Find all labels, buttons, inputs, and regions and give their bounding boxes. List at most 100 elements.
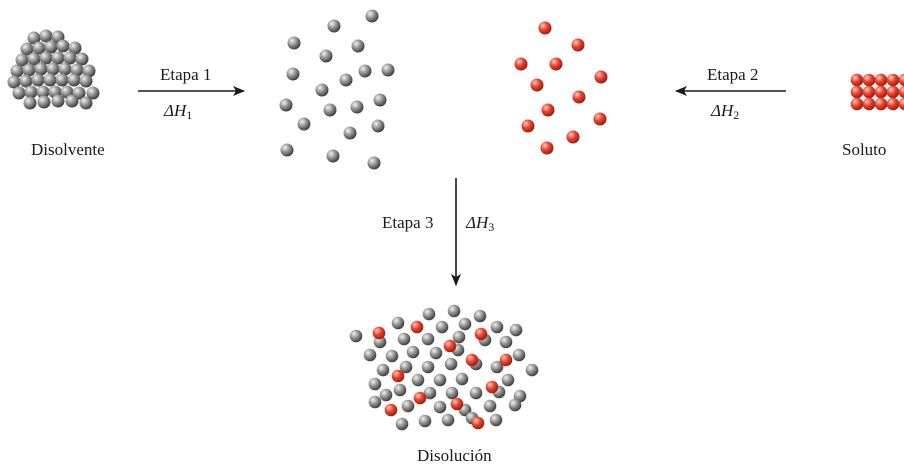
separated-solvent-particles: [279, 9, 395, 170]
solvent-particle: [79, 96, 93, 110]
solvent-particle: [368, 395, 382, 409]
solvent-particle: [7, 75, 21, 89]
solvent-particle: [51, 94, 65, 108]
solute-particle: [471, 416, 485, 430]
solute-particle: [538, 21, 552, 35]
solute-particle: [571, 38, 585, 52]
solvent-particle: [525, 363, 539, 377]
step1-label: Etapa 1: [160, 65, 212, 84]
solvent-caption: Disolvente: [31, 140, 105, 159]
solvent-particle: [79, 74, 93, 88]
step2-label: Etapa 2: [707, 65, 759, 84]
solvent-particle: [397, 332, 411, 346]
solute-particle: [898, 73, 904, 87]
solvent-particle: [444, 357, 458, 371]
solvent-particle: [44, 40, 58, 54]
solvent-particle: [447, 304, 461, 318]
solvent-particle: [350, 100, 364, 114]
solution-mixture: [349, 304, 539, 431]
solute-particle: [541, 103, 555, 117]
solvent-particle: [501, 373, 515, 387]
solute-particle: [898, 85, 904, 99]
solute-particle: [499, 353, 513, 367]
solute-particle: [485, 380, 499, 394]
solvent-particle: [422, 307, 436, 321]
solvent-particle: [433, 373, 447, 387]
solute-particle: [521, 119, 535, 133]
solution-caption: Disolución: [417, 446, 492, 465]
solvent-particle: [363, 348, 377, 362]
solvent-particle: [280, 143, 294, 157]
solute-particle: [540, 141, 554, 155]
solute-particle: [413, 391, 427, 405]
solvent-particle: [23, 96, 37, 110]
solute-particle: [886, 97, 900, 111]
step2-enthalpy: ΔH2: [711, 101, 740, 122]
solvent-particle: [429, 346, 443, 360]
solvent-particle: [319, 49, 333, 63]
solvent-particle: [55, 73, 69, 87]
solvent-particle: [68, 41, 82, 55]
solvent-particle: [418, 414, 432, 428]
solvent-particle: [490, 360, 504, 374]
solvent-particle: [508, 398, 522, 412]
solvent-particle: [63, 51, 77, 65]
solvent-particle: [32, 41, 46, 55]
solvent-particle: [323, 103, 337, 117]
solute-particle: [862, 97, 876, 111]
solvent-particle: [297, 117, 311, 131]
solute-particle: [514, 57, 528, 71]
solute-particle: [443, 339, 457, 353]
solvent-particle: [27, 52, 41, 66]
solvent-particle: [351, 39, 365, 53]
solute-particle: [530, 78, 544, 92]
solvent-particle: [435, 320, 449, 334]
solvent-particle: [70, 63, 84, 77]
solute-particle: [850, 85, 864, 99]
solvent-particle: [421, 332, 435, 346]
solvent-particle: [287, 36, 301, 50]
solute-particle: [450, 397, 464, 411]
solvent-particle: [10, 64, 24, 78]
solvent-particle: [401, 399, 415, 413]
solvent-particle: [39, 29, 53, 43]
solvent-particle: [365, 9, 379, 23]
solvent-particle: [67, 73, 81, 87]
solvent-particle: [19, 74, 33, 88]
solvent-particle: [349, 329, 363, 343]
solvent-particle: [326, 149, 340, 163]
solvent-particle: [339, 73, 353, 87]
solvent-particle: [391, 316, 405, 330]
solute-particle: [391, 369, 405, 383]
solvent-particle: [86, 86, 100, 100]
solvent-particle: [433, 400, 447, 414]
solvent-particle: [343, 126, 357, 140]
solute-particle: [384, 403, 398, 417]
solute-particle: [465, 353, 479, 367]
solvent-particle: [368, 377, 382, 391]
solute-particle: [874, 85, 888, 99]
solute-particle: [886, 73, 900, 87]
solvent-particle: [358, 64, 372, 78]
solvent-particle: [75, 52, 89, 66]
solute-particle: [886, 85, 900, 99]
solvent-particle: [39, 51, 53, 65]
solvent-particle: [65, 94, 79, 108]
solvent-particle: [36, 85, 50, 99]
solvent-solid-cluster: [7, 29, 100, 110]
solute-particle: [410, 320, 424, 334]
solvent-particle: [22, 63, 36, 77]
solvent-particle: [327, 19, 341, 33]
solvent-particle: [37, 95, 51, 109]
step3-label: Etapa 3: [382, 213, 434, 232]
solute-particle: [874, 73, 888, 87]
solvent-particle: [423, 386, 437, 400]
solvent-particle: [315, 83, 329, 97]
solute-particle: [372, 326, 386, 340]
solvent-particle: [490, 320, 504, 334]
solute-particle: [594, 70, 608, 84]
solvent-particle: [499, 335, 513, 349]
solvent-particle: [373, 93, 387, 107]
